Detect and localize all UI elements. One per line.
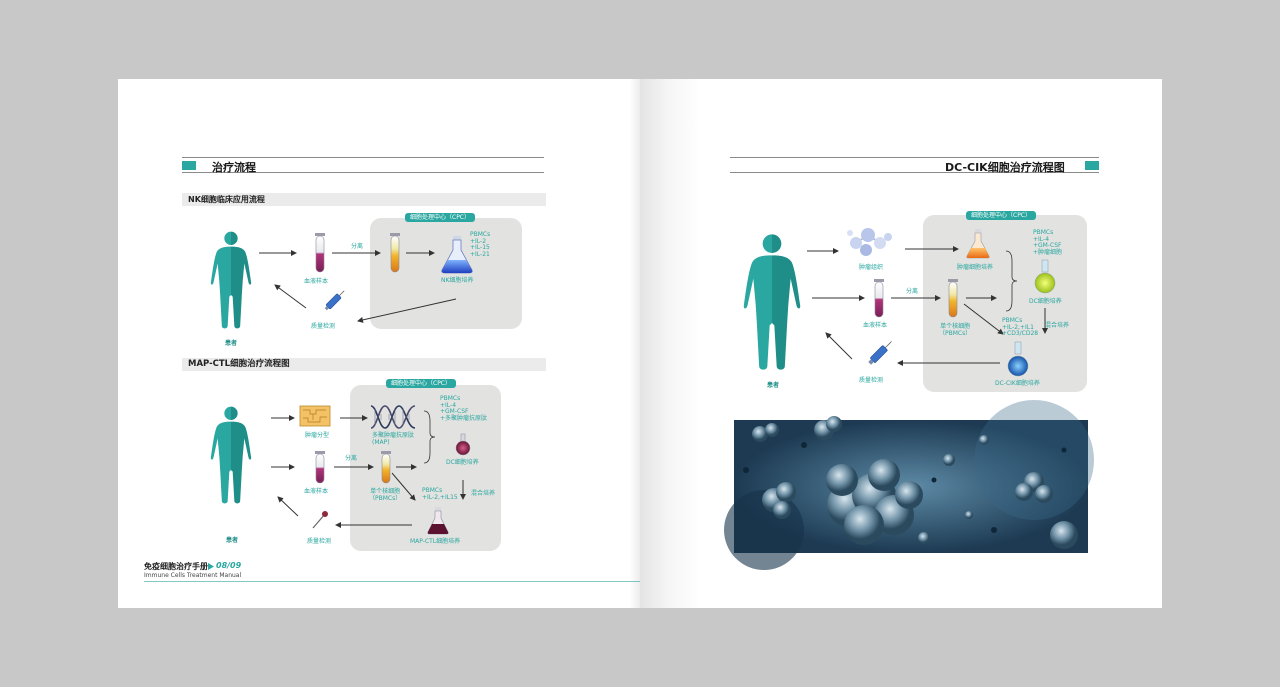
right-pbmc-list: PBMCs+IL-2,+IL1+CD3/CD28 (1002, 317, 1039, 337)
map-dna-icon (370, 405, 416, 429)
map-dc-flask-icon (455, 433, 471, 456)
nk-flow-arrows (259, 250, 457, 323)
map-syringe-icon (312, 511, 328, 529)
footer-title: 免疫细胞治疗手册 (144, 562, 208, 571)
section-top-rule (182, 157, 544, 158)
right-flow-arrows (807, 246, 1048, 366)
right-quality-label: 质量检测 (859, 377, 884, 384)
map-pbmc-list: PBMCs+IL-2,+IL15 (422, 487, 458, 501)
nk-culture-flask-icon (441, 236, 473, 274)
nk-heading: NK细胞临床应用流程 (182, 193, 546, 206)
right-single-cell-label: 单个核细胞（PBMCs） (939, 323, 972, 337)
left-page: 治疗流程 NK细胞临床应用流程 细胞处理中心（CPC） 患者 血液样本 分离 P… (118, 79, 640, 608)
right-blood-sample-label: 血液样本 (863, 322, 888, 329)
nk-pbmcs-list: PBMCs+IL-2+IL-15+IL-21 (470, 231, 491, 258)
footer-arrow-icon (208, 563, 214, 570)
map-quality-label: 质量检测 (307, 538, 332, 545)
nk-patient-label: 患者 (225, 340, 238, 347)
immune-cells-image (724, 400, 1094, 570)
section-title: 治疗流程 (212, 161, 256, 174)
tumor-culture-flask-icon (966, 229, 990, 259)
tumor-tissue-molecule-icon (847, 228, 892, 256)
right-mix-label: 混合培养 (1045, 322, 1070, 329)
right-section-tab-marker (1085, 161, 1099, 170)
right-brace (1005, 250, 1018, 312)
map-cpc-label: 细胞处理中心（CPC） (386, 379, 456, 388)
nk-quality-label: 质量检测 (311, 323, 336, 330)
right-section-title: DC-CIK细胞治疗流程图 (945, 161, 1065, 174)
nk-separate-label: 分离 (351, 243, 364, 250)
map-dc-list: PBMCs+IL-4+GM-CSF+多聚肿瘤抗原肽 (440, 395, 488, 422)
map-separate-label: 分离 (345, 455, 358, 462)
map-flow-arrows (271, 415, 466, 528)
map-heading: MAP-CTL细胞治疗流程图 (182, 358, 546, 371)
right-blood-tube-icon (874, 279, 884, 318)
map-single-cell-label: 单个核细胞（PBMCs） (369, 488, 402, 502)
nk-blood-sample-label: 血液样本 (304, 278, 329, 285)
map-blood-sample-label: 血液样本 (304, 488, 329, 495)
right-section-top-rule (730, 157, 1099, 158)
nk-cpc-label: 细胞处理中心（CPC） (405, 213, 475, 222)
right-syringe-icon (868, 341, 892, 365)
map-antigen-label: 多聚肿瘤抗原肽(MAP) (372, 432, 415, 446)
right-section-bottom-rule (730, 172, 1099, 173)
dccik-flask-icon (1007, 341, 1029, 377)
tumor-chip-icon (299, 405, 331, 427)
map-blood-tube-icon (315, 451, 325, 484)
tumor-culture-label: 肿瘤细胞培养 (957, 264, 994, 271)
map-patient-label: 患者 (226, 537, 239, 544)
nk-syringe-icon (324, 290, 345, 311)
right-cpc-label: 细胞处理中心（CPC） (966, 211, 1036, 220)
right-pbmc-tube-icon (948, 279, 958, 318)
right-dc-list: PBMCs+IL-4+GM-CSF+肿瘤细胞 (1033, 229, 1063, 256)
separated-test-tube-icon (390, 233, 400, 273)
right-patient-label: 患者 (767, 382, 780, 389)
footer-subtitle: Immune Cells Treatment Manual (144, 572, 242, 579)
map-dc-culture-label: DC细胞培养 (446, 459, 479, 466)
dc-culture-flask-icon (1034, 259, 1056, 294)
section-tab-marker (182, 161, 196, 170)
dc-culture-label: DC细胞培养 (1029, 298, 1062, 305)
dccik-culture-label: DC-CIK细胞培养 (995, 380, 1040, 387)
map-mix-label: 混合培养 (471, 490, 496, 497)
right-page: DC-CIK细胞治疗流程图 细胞处理中心（CPC） 患者 肿瘤组织 肿瘤细胞培养… (640, 79, 1162, 608)
map-tumor-typing-label: 肿瘤分型 (305, 432, 330, 439)
map-pbmc-tube-icon (381, 451, 391, 484)
tumor-tissue-label: 肿瘤组织 (859, 264, 884, 271)
footer-rule (144, 581, 640, 582)
map-brace (423, 410, 436, 464)
nk-culture-label: NK细胞培养 (441, 277, 474, 284)
footer-page-number: 08/09 (216, 561, 242, 570)
map-ctl-culture-label: MAP-CTL细胞培养 (410, 538, 461, 545)
section-bottom-rule (182, 172, 544, 173)
map-ctl-flask-icon (427, 507, 449, 535)
blood-test-tube-icon (315, 233, 325, 273)
right-separate-label: 分离 (906, 288, 919, 295)
